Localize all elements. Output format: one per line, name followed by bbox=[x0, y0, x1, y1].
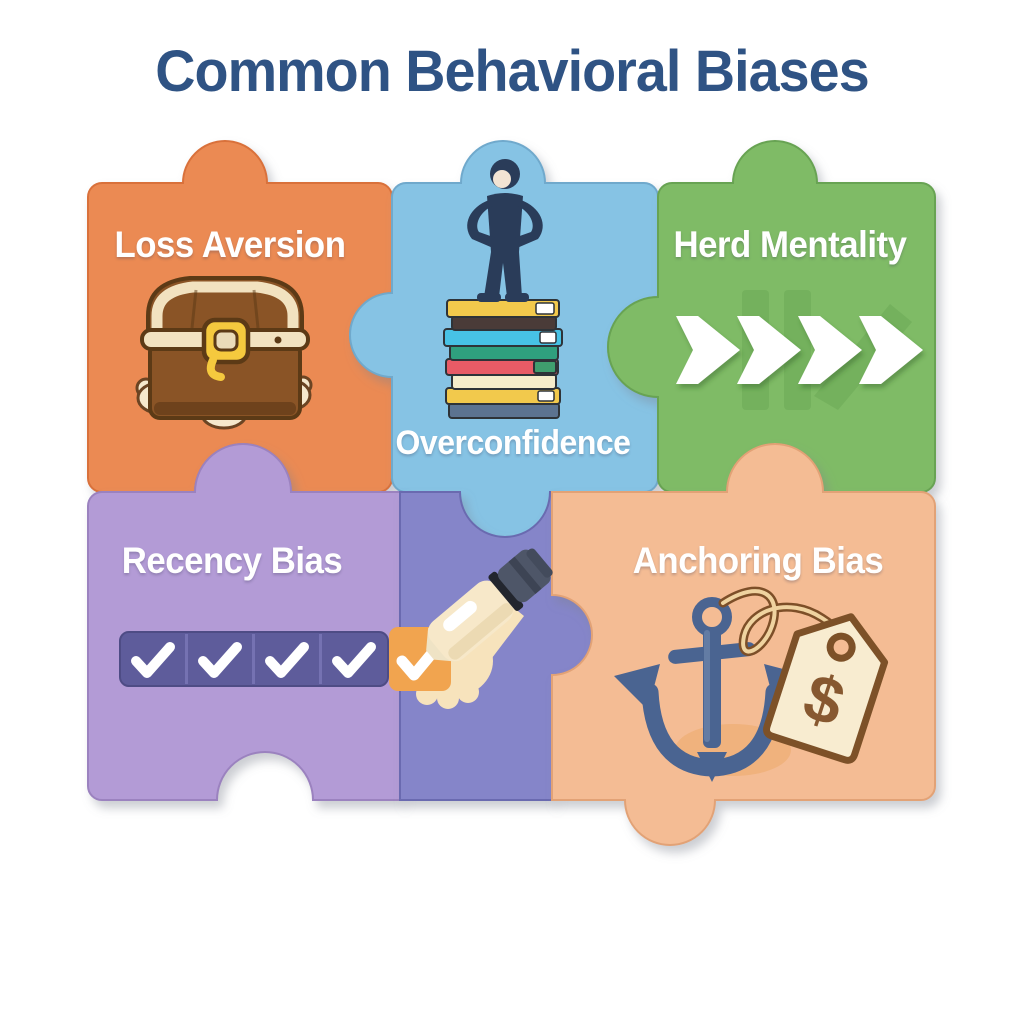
checklist-icon bbox=[119, 548, 553, 709]
book-stack bbox=[443, 299, 563, 419]
chevron-arrows-icon bbox=[676, 316, 923, 384]
chest-buckle-hole bbox=[213, 329, 239, 352]
chevron-arrow-2 bbox=[737, 316, 801, 384]
puzzle-piece-recency-bias bbox=[87, 443, 401, 801]
chest-buckle-tongue bbox=[206, 356, 225, 381]
treasure-chest-icon bbox=[135, 276, 313, 430]
piece-label-anchoring-bias: Anchoring Bias bbox=[632, 540, 884, 581]
chevron-arrow-1 bbox=[676, 316, 740, 384]
piece-label-overconfidence: Overconfidence bbox=[395, 424, 631, 462]
checkmarks bbox=[131, 642, 376, 678]
chest-lid-trim bbox=[151, 281, 299, 340]
person-figure bbox=[467, 159, 543, 302]
chest-base bbox=[154, 402, 296, 415]
piece-label-recency-bias: Recency Bias bbox=[121, 540, 343, 581]
chevron-arrow-4 bbox=[859, 316, 923, 384]
piece-label-loss-aversion: Loss Aversion bbox=[114, 224, 346, 265]
piece-label-herd-mentality: Herd Mentality bbox=[673, 224, 907, 265]
anchor-price-tag-group: $ bbox=[614, 586, 889, 782]
highlighted-checkmark bbox=[396, 640, 444, 681]
person-on-book-stack-icon bbox=[443, 159, 563, 419]
marker-icon bbox=[426, 548, 553, 662]
page-title: Common Behavioral Biases bbox=[155, 39, 869, 104]
price-tag-icon: $ bbox=[763, 613, 889, 764]
chevron-arrow-3 bbox=[798, 316, 862, 384]
